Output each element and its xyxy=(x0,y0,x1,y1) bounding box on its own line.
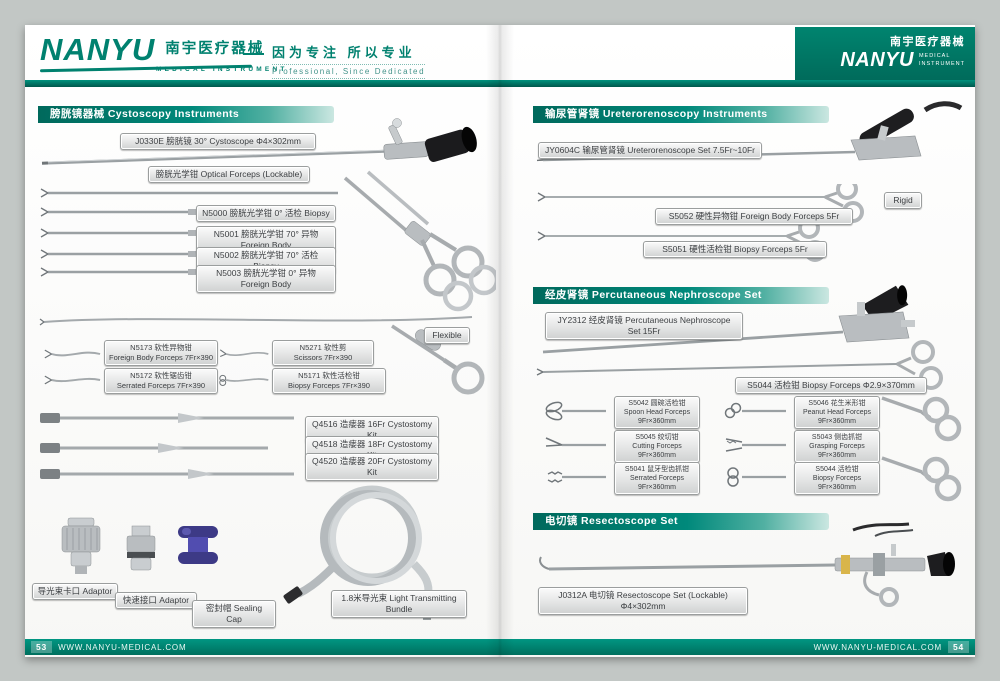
brand-subtitle-right: MEDICAL INSTRUMENT xyxy=(918,52,965,67)
page-number-left: 53 xyxy=(31,641,53,653)
cutting-forceps-tip-image xyxy=(545,437,606,447)
brand-block-right: 南宇医疗器械 NANYU MEDICAL INSTRUMENT xyxy=(795,27,975,80)
brand-logo: NANYU 南宇医疗器械 MEDICAL INSTRUMENT xyxy=(40,34,288,73)
product-label-n5271: N5271 软性剪 Scissors 7Fr×390 xyxy=(272,340,374,366)
footer-bar: 53 WWW.NANYU-MEDICAL.COM WWW.NANYU-MEDIC… xyxy=(25,639,975,655)
forceps-handle-image xyxy=(881,456,962,502)
flexible-forceps-image xyxy=(39,316,473,326)
product-label-n5000: N5000 膀胱光学钳 0° 活检 Biopsy xyxy=(196,205,336,223)
flexible-tip-image xyxy=(44,349,101,359)
header-rule xyxy=(25,80,975,87)
section-title-nephroscope: 经皮肾镜 Percutaneous Nephroscope Set xyxy=(533,287,829,304)
product-label-n5003: N5003 膀胱光学钳 0° 异物 Foreign Body xyxy=(196,265,336,294)
brand-wordmark: NANYU xyxy=(40,32,156,67)
tagline-english: Professional, Since Dedicated xyxy=(272,64,426,79)
forceps-handle-image xyxy=(881,396,962,442)
product-label-s5042: S5042 圆碗活检钳 Spoon Head Forceps 9Fr×360mm xyxy=(614,396,700,430)
flexible-tip-image xyxy=(219,349,269,358)
cystostomy-kits-image xyxy=(40,413,294,479)
product-label-jy0604c: JY0604C 输尿管肾镜 Ureterorenoscope Set 7.5Fr… xyxy=(538,142,762,160)
flexible-tip-image xyxy=(44,375,101,385)
product-label-bayonet-adaptor: 导光束卡口 Adaptor xyxy=(32,583,118,601)
brand-wordmark-right: NANYU xyxy=(840,49,914,71)
product-label-s5041: S5041 鼠牙型齿抓钳 Serrated Forceps 9Fr×360mm xyxy=(614,462,700,496)
product-label-n5173: N5173 软性异物钳 Foreign Body Forceps 7Fr×390 xyxy=(104,340,218,366)
grasping-forceps-tip-image xyxy=(725,438,786,452)
product-label-quick-adaptor: 快速接口 Adaptor xyxy=(115,592,197,610)
label-flexible: Flexible xyxy=(424,327,470,345)
section-title-ureterorenoscopy: 输尿管肾镜 Ureterorenoscopy Instruments xyxy=(533,106,829,123)
product-label-j0312a: J0312A 电切镜 Resectoscope Set (Lockable) Φ… xyxy=(538,587,748,616)
tagline: 因为专注 所以专业 Professional, Since Dedicated xyxy=(272,42,426,79)
product-label-s5044-long: S5044 活检钳 Biopsy Forceps Φ2.9×370mm xyxy=(735,377,927,395)
quick-adaptor-image xyxy=(126,525,156,571)
tagline-chinese: 因为专注 所以专业 xyxy=(272,45,416,60)
section-title-resectoscope: 电切镜 Resectoscope Set xyxy=(533,513,829,530)
nephroscope-image xyxy=(536,285,943,390)
product-label-n5172: N5172 软性锯齿钳 Serrated Forceps 7Fr×390 xyxy=(104,368,218,394)
spoon-forceps-tip-image xyxy=(545,401,606,421)
tagline-dash xyxy=(243,53,264,55)
biopsy-forceps-tip-image xyxy=(727,467,786,487)
section-title-cystoscopy: 膀胱镜器械 Cystoscopy Instruments xyxy=(38,106,334,123)
product-label-s5043: S5043 侧齿抓钳 Grasping Forceps 9Fr×360mm xyxy=(794,430,880,464)
product-label-light-bundle: 1.8米导光束 Light Transmitting Bundle xyxy=(331,590,467,619)
product-label-q4520: Q4520 造瘘器 20Fr Cystostomy Kit xyxy=(305,453,439,482)
optical-forceps-handle-image xyxy=(343,170,496,312)
product-label-s5051: S5051 硬性活检钳 Biopsy Forceps 5Fr xyxy=(643,241,827,259)
footer-url-right: WWW.NANYU-MEDICAL.COM xyxy=(813,642,942,652)
product-label-j0330e: J0330E 膀胱镜 30° Cystoscope Φ4×302mm xyxy=(120,133,316,151)
product-label-optical-forceps: 膀胱光学钳 Optical Forceps (Lockable) xyxy=(148,166,310,184)
footer-url-left: WWW.NANYU-MEDICAL.COM xyxy=(58,642,187,652)
bayonet-adaptor-image xyxy=(61,517,101,574)
label-rigid: Rigid xyxy=(884,192,922,210)
serrated-forceps-tip-image xyxy=(547,471,606,483)
product-label-s5052: S5052 硬性异物钳 Foreign Body Forceps 5Fr xyxy=(655,208,853,226)
product-label-jy2312: JY2312 经皮肾镜 Percutaneous Nephroscope Set… xyxy=(545,312,743,341)
flexible-tip-image xyxy=(219,374,269,386)
brand-chinese-name: 南宇医疗器械 xyxy=(165,41,265,57)
brand-subtitle: MEDICAL INSTRUMENT xyxy=(156,66,288,73)
product-label-s5046: S5046 花生米形钳 Peanut Head Forceps 9Fr×360m… xyxy=(794,396,880,430)
product-label-s5044: S5044 活检钳 Biopsy Forceps 9Fr×360mm xyxy=(794,462,880,496)
sealing-cap-image xyxy=(178,526,218,564)
product-label-n5171: N5171 软性活检钳 Biopsy Forceps 7Fr×390 xyxy=(272,368,386,394)
page-number-right: 54 xyxy=(947,641,969,653)
optical-forceps-rods-image xyxy=(40,188,338,277)
product-label-sealing-cap: 密封帽 Sealing Cap xyxy=(192,600,276,629)
brand-chinese-name-right: 南宇医疗器械 xyxy=(890,36,965,48)
cystoscope-image xyxy=(41,118,477,165)
product-label-s5045: S5045 绞切钳 Cutting Forceps 9Fr×360mm xyxy=(614,430,700,464)
resectoscope-image xyxy=(539,522,955,607)
peanut-forceps-tip-image xyxy=(724,402,786,419)
